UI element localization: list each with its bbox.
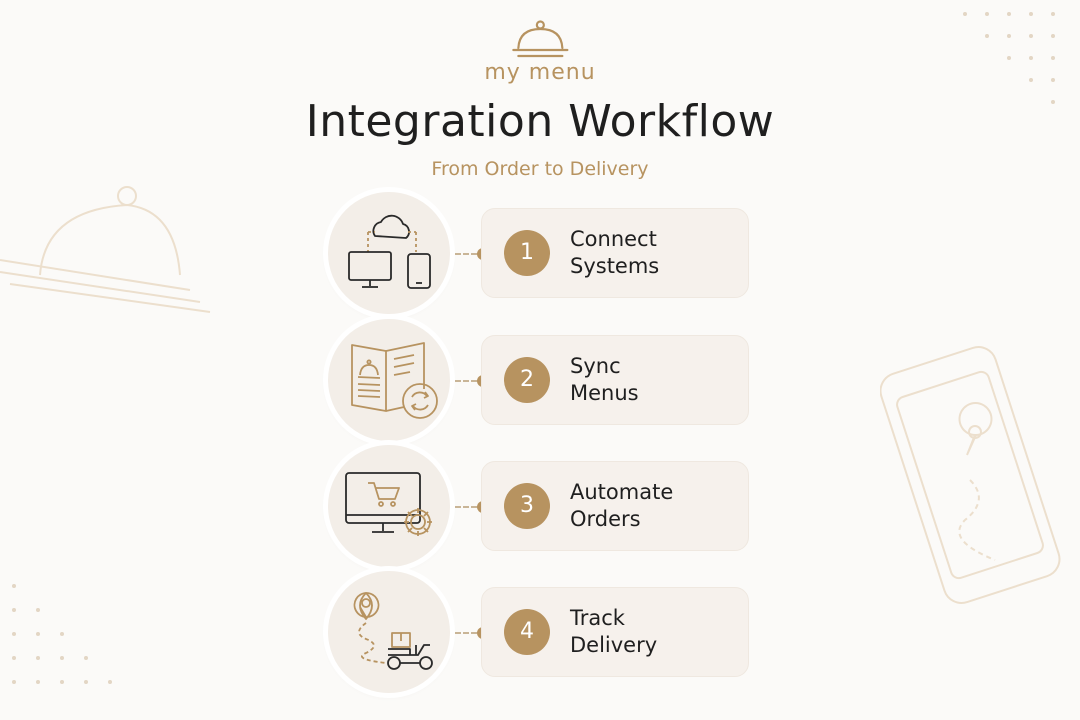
dot-grid-top-right — [963, 12, 1055, 104]
step-3-label-line-2: Orders — [570, 507, 641, 531]
step-4-label-line-1: Track — [570, 606, 625, 630]
step-3-label: Automate Orders — [570, 479, 740, 533]
cloche-outline-icon — [0, 186, 211, 313]
step-2-number-badge: 2 — [504, 357, 550, 403]
delivery-scooter-icon — [353, 592, 433, 670]
step-4-connector — [455, 632, 485, 634]
step-4-label: Track Delivery — [570, 605, 740, 659]
step-3-number-badge: 3 — [504, 483, 550, 529]
step-3-connector — [455, 506, 485, 508]
dot-grid-bottom-left — [12, 584, 112, 684]
step-3-card: 3 Automate Orders — [481, 461, 749, 551]
step-2-label-line-2: Menus — [570, 381, 639, 405]
step-1-connector — [455, 253, 485, 255]
step-2-card: 2 Sync Menus — [481, 335, 749, 425]
page-title: Integration Workflow — [305, 96, 775, 147]
step-1-label: Connect Systems — [570, 226, 740, 280]
step-2-icon-circle — [328, 319, 450, 441]
workflow-step-4: 4 Track Delivery — [328, 571, 752, 693]
step-3-icon-circle — [328, 445, 450, 567]
phone-map-outline-icon — [880, 346, 1061, 604]
brand-logo: my menu — [484, 18, 595, 85]
step-4-number-badge: 4 — [504, 609, 550, 655]
step-1-number-badge: 1 — [504, 230, 550, 276]
step-1-label-line-1: Connect — [570, 227, 657, 251]
workflow-step-3: 3 Automate Orders — [328, 445, 752, 567]
menu-sync-icon — [351, 342, 438, 419]
step-4-icon-circle — [328, 571, 450, 693]
step-2-label: Sync Menus — [570, 353, 740, 407]
step-4-label-line-2: Delivery — [570, 633, 658, 657]
brand-name: my menu — [484, 60, 596, 85]
step-1-icon-circle — [328, 192, 450, 314]
page-subtitle: From Order to Delivery — [431, 158, 649, 180]
workflow-step-1: 1 Connect Systems — [328, 192, 752, 314]
step-3-label-line-1: Automate — [570, 480, 674, 504]
step-2-label-line-1: Sync — [570, 354, 621, 378]
step-2-connector — [455, 380, 485, 382]
cloud-sync-devices-icon — [348, 214, 431, 289]
step-1-label-line-2: Systems — [570, 254, 660, 278]
step-4-card: 4 Track Delivery — [481, 587, 749, 677]
step-1-card: 1 Connect Systems — [481, 208, 749, 298]
cloche-icon — [511, 20, 569, 58]
workflow-step-2: 2 Sync Menus — [328, 319, 752, 441]
monitor-cart-gear-icon — [345, 472, 432, 536]
